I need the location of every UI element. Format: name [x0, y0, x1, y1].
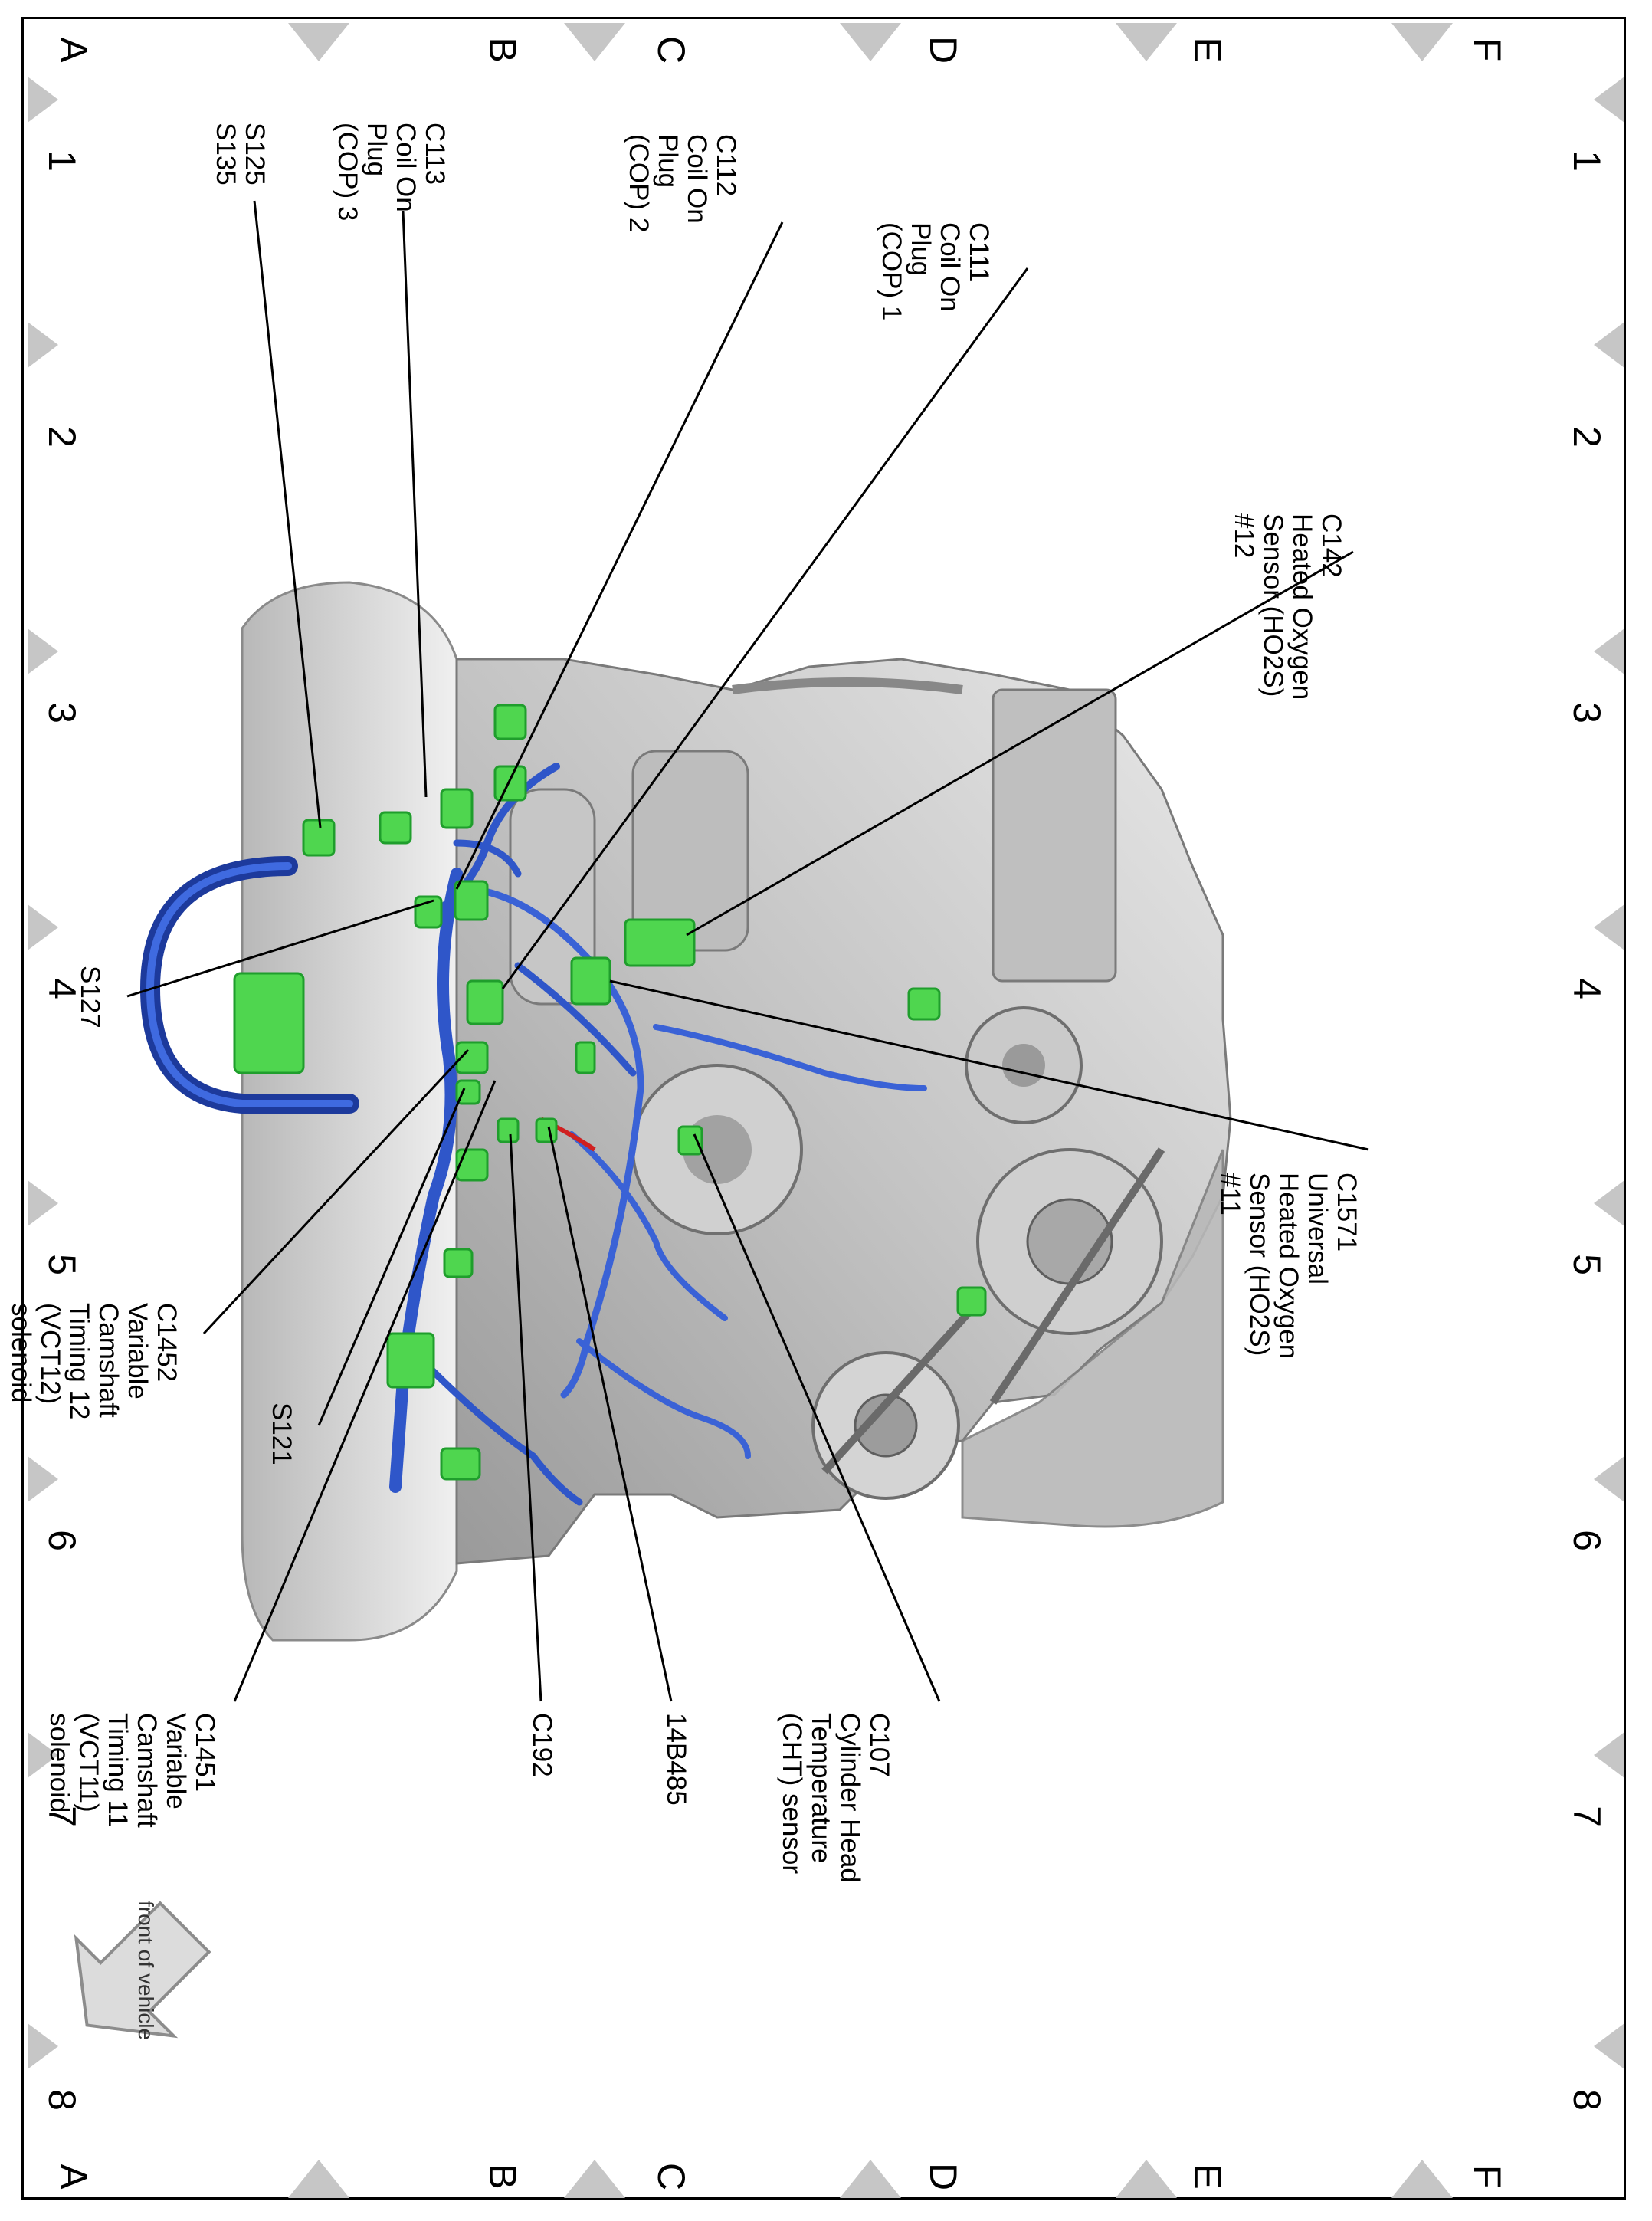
- harness-branch-ho2s: [514, 962, 637, 1077]
- harness-branch-s125: [453, 839, 522, 878]
- connector-top-2: [493, 765, 527, 802]
- leader-c1452: [202, 1048, 470, 1335]
- grid-triangle: [1116, 2160, 1177, 2198]
- connector-top-1: [493, 704, 527, 740]
- grid-triangle: [1594, 904, 1624, 950]
- grid-triangle: [28, 2023, 58, 2069]
- leader-c192: [509, 1133, 542, 1702]
- grid-triangle: [288, 2160, 349, 2198]
- connector-top-3: [379, 811, 412, 845]
- grid-triangle: [1391, 23, 1453, 61]
- grid-triangle: [564, 2160, 625, 2198]
- harness-branch-right: [576, 1338, 751, 1459]
- connector-rear-2: [440, 1447, 481, 1481]
- leader-c107: [693, 1133, 941, 1702]
- connector-c113: [440, 788, 474, 829]
- grid-triangle: [840, 2160, 901, 2198]
- grid-triangle: [1594, 1732, 1624, 1778]
- harness-branch-cop: [422, 763, 560, 924]
- connector-c112: [454, 880, 489, 921]
- grid-triangle: [28, 904, 58, 950]
- grid-triangle: [1594, 322, 1624, 368]
- grid-triangle: [28, 1732, 58, 1778]
- connector-right: [956, 1286, 987, 1317]
- grid-triangle: [1594, 77, 1624, 123]
- front-of-vehicle-label: front of vehicle: [134, 1901, 158, 2041]
- leader-c1451: [233, 1080, 497, 1702]
- front-arrow-icon: [74, 1901, 211, 2039]
- grid-triangle: [28, 1456, 58, 1502]
- connector-front-large: [233, 972, 305, 1074]
- grid-triangle: [288, 23, 349, 61]
- connector-c192: [497, 1117, 520, 1143]
- ac-compressor-hub: [854, 1393, 918, 1458]
- harness-spine: [389, 868, 463, 1493]
- grid-triangle: [1594, 1180, 1624, 1226]
- harness-branch-lower: [653, 1024, 927, 1091]
- grid-triangle: [1594, 628, 1624, 674]
- grid-triangle: [840, 23, 901, 61]
- oil-pan: [992, 688, 1117, 983]
- connector-c111: [466, 979, 504, 1025]
- harness-branch-front: [468, 885, 644, 1399]
- connector-lower: [907, 987, 941, 1021]
- leader-c142: [686, 550, 1354, 937]
- connector-c142: [624, 918, 696, 967]
- leader-c113: [402, 210, 428, 798]
- leader-14b485: [547, 1126, 673, 1702]
- leader-s127: [126, 899, 434, 998]
- grid-triangle: [564, 23, 625, 61]
- accessory-belt: [821, 1147, 1165, 1475]
- leader-c112: [455, 221, 784, 890]
- connector-rear: [386, 1332, 435, 1389]
- grid-triangle: [28, 77, 58, 123]
- leader-c111: [501, 267, 1029, 989]
- leader-c1571: [609, 979, 1369, 1151]
- connector-c1451: [455, 1148, 489, 1182]
- connector-s121: [455, 1079, 481, 1105]
- connector-far-1: [443, 1248, 474, 1278]
- grid-triangle: [1594, 2023, 1624, 2069]
- leader-s121: [317, 1088, 466, 1426]
- grid-triangle: [28, 1180, 58, 1226]
- grid-triangle: [1116, 23, 1177, 61]
- harness-branch-cht: [569, 1131, 728, 1321]
- connector-c107: [677, 1125, 703, 1156]
- page-border: [21, 17, 1626, 2200]
- flywheel: [732, 677, 963, 694]
- grid-triangle: [28, 322, 58, 368]
- connector-mid: [575, 1041, 596, 1074]
- engine-front-cover: [961, 1149, 1224, 1528]
- grid-triangle: [1594, 1456, 1624, 1502]
- grid-triangle: [28, 628, 58, 674]
- leader-s125: [253, 200, 322, 828]
- connector-c1452: [455, 1041, 489, 1074]
- grid-triangle: [1391, 2160, 1453, 2198]
